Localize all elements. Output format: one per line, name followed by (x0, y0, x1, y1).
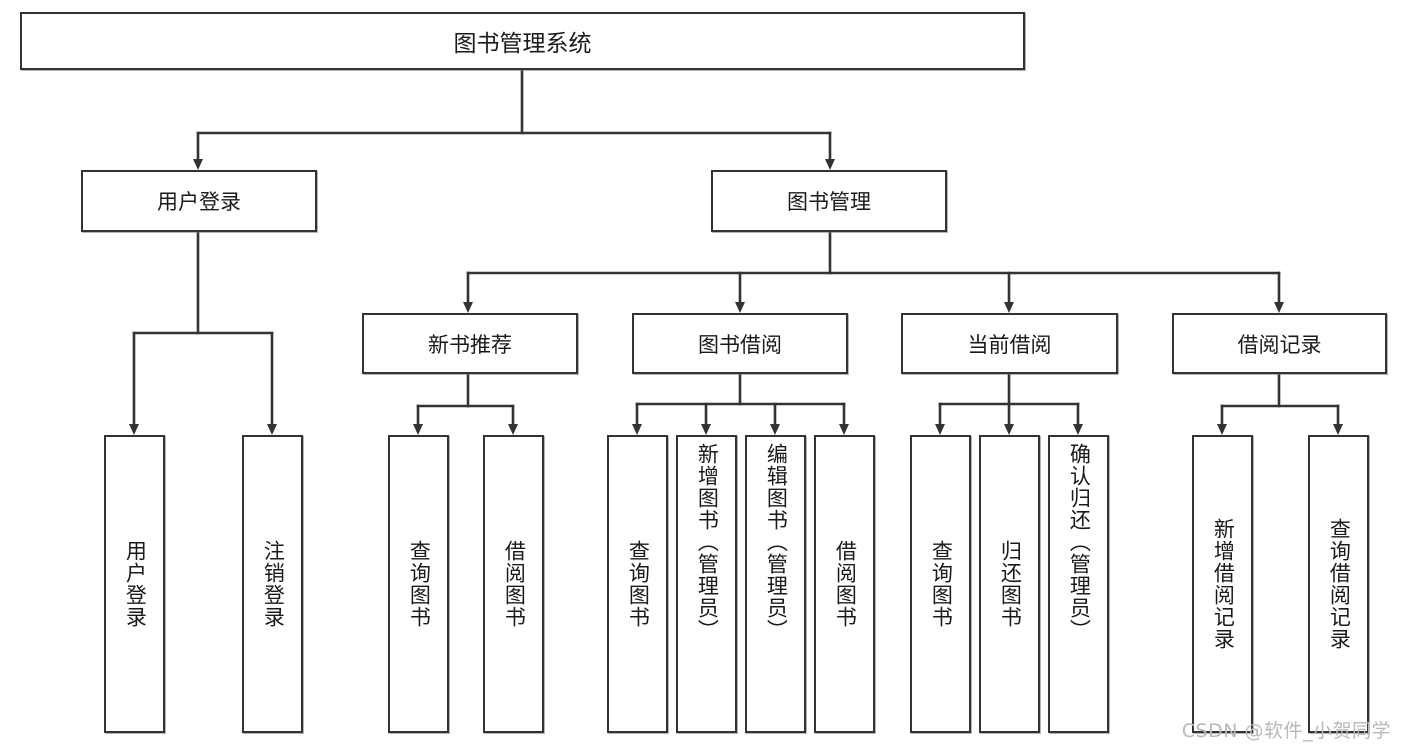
node-book-management[interactable]: 图书管理 (711, 170, 947, 232)
leaf-current-borrow-query[interactable]: 查询图书 (910, 435, 971, 733)
node-label: 借阅记录 (1237, 332, 1322, 357)
leaf-label: 新增借阅记录 (1211, 518, 1236, 650)
node-label: 新书推荐 (428, 332, 512, 357)
leaf-label: 新增图书（管理员） (695, 443, 720, 641)
leaf-current-borrow-return[interactable]: 归还图书 (979, 435, 1040, 733)
leaf-label: 归还图书 (998, 540, 1023, 628)
leaf-borrow-record-add[interactable]: 新增借阅记录 (1192, 435, 1253, 733)
leaf-label: 用户登录 (123, 540, 148, 628)
node-label: 用户登录 (157, 190, 241, 214)
leaf-book-borrow-add[interactable]: 新增图书（管理员） (676, 435, 737, 733)
node-new-book-recommend[interactable]: 新书推荐 (362, 313, 578, 374)
leaf-label: 注销登录 (261, 540, 286, 628)
leaf-book-borrow-query[interactable]: 查询图书 (607, 435, 668, 733)
leaf-label: 编辑图书（管理员） (764, 443, 789, 641)
leaf-new-book-query[interactable]: 查询图书 (388, 435, 449, 733)
leaf-label: 确认归还（管理员） (1067, 443, 1092, 641)
node-label: 图书借阅 (698, 332, 782, 357)
leaf-borrow-record-query[interactable]: 查询借阅记录 (1308, 435, 1369, 733)
leaf-book-borrow-borrow[interactable]: 借阅图书 (814, 435, 875, 733)
leaf-label: 查询图书 (929, 540, 954, 628)
node-label: 当前借阅 (967, 332, 1052, 357)
leaf-label: 借阅图书 (833, 540, 858, 628)
leaf-user-login-login[interactable]: 用户登录 (104, 435, 165, 733)
leaf-book-borrow-edit[interactable]: 编辑图书（管理员） (745, 435, 806, 733)
leaf-label: 查询借阅记录 (1327, 518, 1352, 650)
node-current-borrow[interactable]: 当前借阅 (901, 313, 1118, 374)
leaf-current-borrow-confirm-return[interactable]: 确认归还（管理员） (1048, 435, 1109, 733)
leaf-user-login-logout[interactable]: 注销登录 (242, 435, 303, 733)
node-user-login[interactable]: 用户登录 (81, 170, 317, 232)
node-borrow-record[interactable]: 借阅记录 (1172, 313, 1387, 374)
node-book-borrow[interactable]: 图书借阅 (632, 313, 848, 374)
node-label: 图书管理 (787, 190, 871, 214)
leaf-label: 查询图书 (407, 540, 432, 628)
leaf-label: 查询图书 (626, 540, 651, 628)
node-root-system[interactable]: 图书管理系统 (20, 12, 1025, 70)
node-label: 图书管理系统 (453, 31, 592, 57)
leaf-new-book-borrow[interactable]: 借阅图书 (483, 435, 544, 733)
leaf-label: 借阅图书 (502, 540, 527, 628)
